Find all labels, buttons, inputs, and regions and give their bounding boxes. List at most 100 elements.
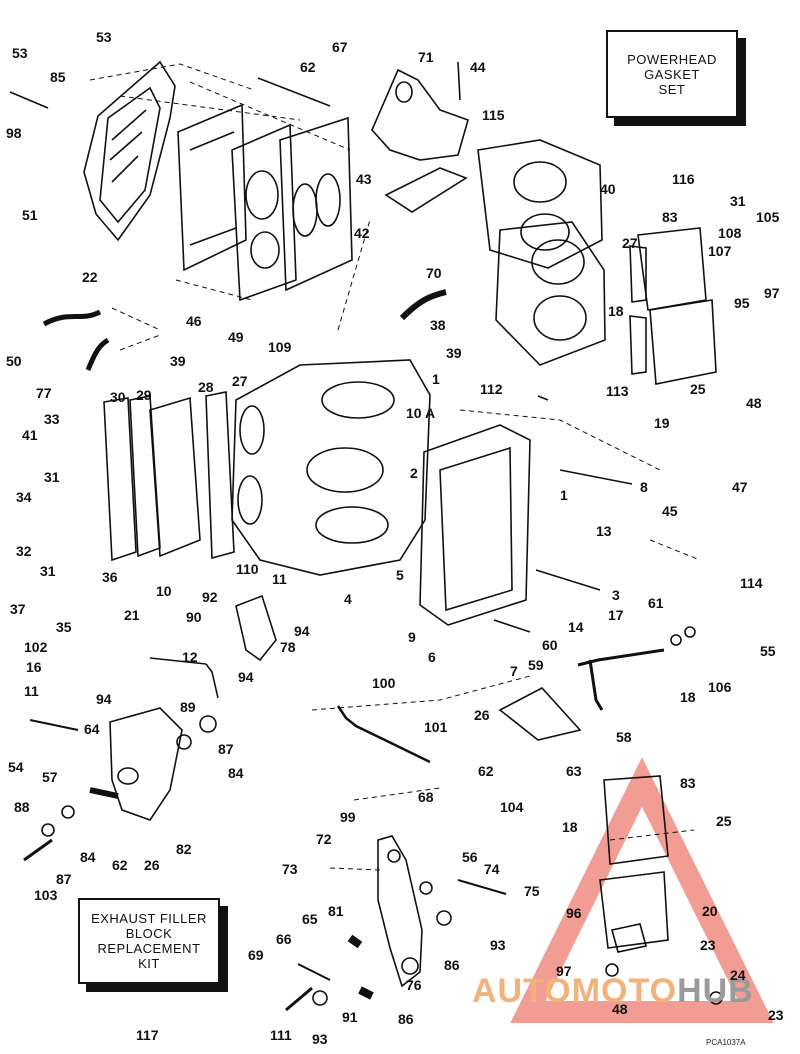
part-callout: 16 bbox=[26, 659, 42, 675]
part-callout: 8 bbox=[640, 479, 648, 495]
part-callout: 51 bbox=[22, 207, 38, 223]
bolt-62 bbox=[257, 77, 331, 107]
cylinder-head-40 bbox=[477, 139, 603, 269]
part-callout: 62 bbox=[112, 857, 128, 873]
part-callout: 86 bbox=[398, 1011, 414, 1027]
part-callout: 97 bbox=[764, 285, 780, 301]
gasket-plate-46 bbox=[177, 103, 247, 272]
cylinder-block-1 bbox=[231, 359, 431, 576]
part-callout: 11 bbox=[272, 571, 287, 587]
part-callout: 73 bbox=[282, 861, 298, 877]
part-callout: 74 bbox=[484, 861, 500, 877]
part-callout: 77 bbox=[36, 385, 52, 401]
part-callout: 110 bbox=[236, 561, 259, 577]
reed-block-20 bbox=[603, 775, 669, 865]
powerhead-gasket-set-box: POWERHEAD GASKET SET bbox=[606, 30, 738, 118]
part-callout: 14 bbox=[568, 619, 584, 635]
part-callout: 26 bbox=[144, 857, 160, 873]
part-callout: 17 bbox=[608, 607, 624, 623]
part-callout: 11 bbox=[24, 683, 39, 699]
part-callout: 13 bbox=[596, 523, 612, 539]
part-callout: 97 bbox=[556, 963, 572, 979]
part-callout: 66 bbox=[276, 931, 292, 947]
part-callout: 1 bbox=[432, 371, 440, 387]
link-rod-58 bbox=[577, 648, 665, 711]
part-callout: 48 bbox=[612, 1001, 628, 1017]
reed-block-lower bbox=[649, 299, 717, 385]
part-callout: 30 bbox=[110, 389, 126, 405]
part-callout: 18 bbox=[562, 819, 578, 835]
bracket-96 bbox=[611, 923, 647, 953]
part-callout: 116 bbox=[672, 171, 695, 187]
part-callout: 111 bbox=[270, 1027, 292, 1043]
part-callout: 18 bbox=[608, 303, 624, 319]
part-callout: 35 bbox=[56, 619, 72, 635]
part-callout: 38 bbox=[430, 317, 446, 333]
bolt-64 bbox=[29, 719, 79, 731]
bolt-44 bbox=[457, 61, 461, 101]
part-callout: 71 bbox=[418, 49, 434, 65]
bolt-111 bbox=[285, 986, 313, 1012]
reed-block-upper bbox=[637, 227, 707, 311]
part-callout: 75 bbox=[524, 883, 540, 899]
crankcase-half-1 bbox=[419, 424, 531, 626]
part-callout: 78 bbox=[280, 639, 296, 655]
part-callout: 37 bbox=[10, 601, 26, 617]
box-line: EXHAUST FILLER bbox=[91, 911, 207, 926]
part-callout: 24 bbox=[730, 967, 746, 983]
gasket-29 bbox=[129, 395, 161, 558]
part-callout: 93 bbox=[312, 1031, 328, 1047]
part-callout: 10 bbox=[156, 583, 172, 599]
bushing-65 bbox=[347, 934, 363, 949]
part-callout: 34 bbox=[16, 489, 32, 505]
part-callout: 45 bbox=[662, 503, 678, 519]
part-callout: 88 bbox=[14, 799, 30, 815]
rod-101 bbox=[336, 705, 431, 764]
part-callout: 115 bbox=[482, 107, 505, 123]
part-callout: 46 bbox=[186, 313, 202, 329]
part-callout: 72 bbox=[316, 831, 332, 847]
bushing-91 bbox=[358, 986, 374, 1000]
throttle-cam-82 bbox=[109, 707, 183, 821]
screw-112 bbox=[537, 395, 549, 401]
cover-30 bbox=[103, 397, 137, 562]
bolt-98 bbox=[9, 91, 49, 109]
part-callout: 84 bbox=[228, 765, 244, 781]
part-callout: 62 bbox=[300, 59, 316, 75]
part-callout: 63 bbox=[566, 763, 582, 779]
part-callout: 70 bbox=[426, 265, 442, 281]
box-line: REPLACEMENT bbox=[97, 941, 201, 956]
exhaust-filler-kit-box: EXHAUST FILLER BLOCK REPLACEMENT KIT bbox=[78, 898, 220, 984]
part-callout: 76 bbox=[406, 977, 422, 993]
box-line: KIT bbox=[138, 956, 160, 971]
part-callout: 28 bbox=[198, 379, 214, 395]
part-callout: 33 bbox=[44, 411, 60, 427]
link-89 bbox=[149, 657, 219, 699]
part-callout: 9 bbox=[408, 629, 416, 645]
part-callout: 20 bbox=[702, 903, 718, 919]
part-callout: 61 bbox=[648, 595, 664, 611]
watermark-part2: HUB bbox=[677, 972, 754, 1010]
part-callout: 83 bbox=[680, 775, 696, 791]
part-callout: 26 bbox=[474, 707, 490, 723]
watermark-triangle bbox=[510, 757, 774, 1023]
part-callout: 58 bbox=[616, 729, 632, 745]
part-callout: 31 bbox=[44, 469, 60, 485]
part-callout: 96 bbox=[566, 905, 582, 921]
bolt-8 bbox=[559, 469, 633, 485]
bracket-63 bbox=[498, 687, 582, 741]
hose-77 bbox=[85, 337, 110, 371]
part-callout: 40 bbox=[600, 181, 616, 197]
intake-housing bbox=[83, 60, 176, 242]
part-callout: 22 bbox=[82, 269, 98, 285]
adaptor-plate-49 bbox=[231, 123, 297, 302]
part-callout: 106 bbox=[708, 679, 732, 695]
part-callout: 44 bbox=[470, 59, 486, 75]
part-callout: 69 bbox=[248, 947, 264, 963]
hose-50 bbox=[42, 309, 102, 327]
hose-38 bbox=[399, 289, 447, 321]
part-callout: 49 bbox=[228, 329, 244, 345]
part-callout: 64 bbox=[84, 721, 100, 737]
part-callout: 87 bbox=[218, 741, 234, 757]
